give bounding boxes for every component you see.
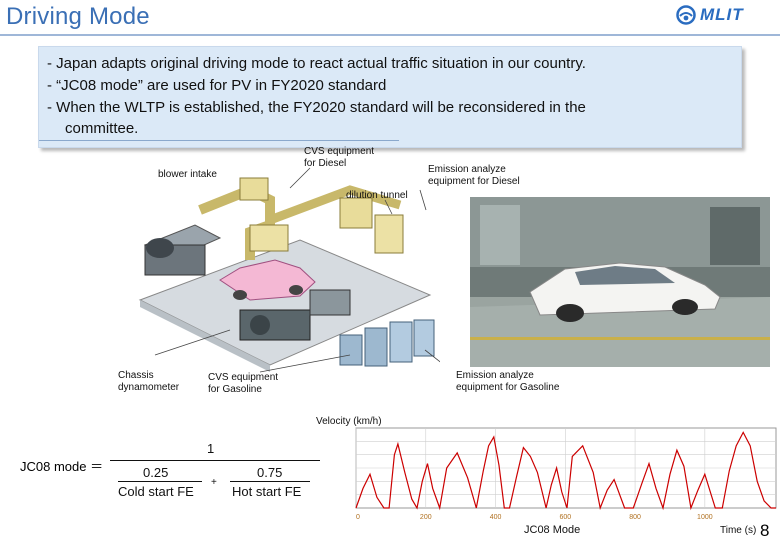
label-cvs-gasoline-text: CVS equipment for Gasoline [208, 372, 279, 395]
jc08-velocity-chart: 0 200 400 600 800 1000 [355, 427, 777, 521]
bullet-line-3: - When the WLTP is established, the FY20… [47, 99, 586, 116]
chart-x-tick-label: 400 [490, 514, 502, 521]
lab-photo [470, 197, 770, 367]
cvs-diesel-unit [339, 197, 373, 229]
chart-series-jc08 [355, 431, 776, 511]
label-blower: blower intake [158, 169, 217, 180]
formula-hot-coef: 0.75 [257, 465, 283, 480]
formula-hot-label: Hot start FE [232, 484, 302, 499]
chart-x-tick-label: 200 [420, 514, 432, 521]
label-emission-diesel-text: Emission analyze equipment for Diesel [428, 164, 520, 187]
blower-unit [144, 244, 206, 276]
page-number: 8 [760, 521, 770, 540]
cvs-gasoline-unit [339, 334, 363, 366]
blower-fan [146, 238, 174, 258]
dilution-tunnel [268, 185, 402, 225]
label-chassis-text: Chassis dynamometer [118, 370, 180, 393]
mlit-logo-icon [676, 5, 696, 25]
label-emission-gasoline-text: Emission analyze equipment for Gasoline [456, 370, 560, 393]
bullet-line-4: committee. [65, 120, 139, 137]
label-chassis: Chassis dynamometer [118, 370, 179, 394]
chart-x-ticks: 0 200 400 600 800 1000 [356, 514, 713, 521]
car-wheel-rear [289, 285, 303, 295]
facility-illustration [138, 167, 440, 373]
formula-plus: + [211, 477, 217, 488]
label-emission-diesel: Emission analyze equipment for Diesel [428, 164, 520, 188]
dyno-control [309, 289, 351, 316]
formula-hot-fraction-bar [230, 481, 310, 482]
summary-box: - Japan adapts original driving mode to … [38, 46, 742, 148]
chart-x-tick-label: 600 [559, 514, 571, 521]
chart-x-tick-label: 800 [629, 514, 641, 521]
logo-text: MLIT [700, 5, 744, 24]
chart-x-tick-label: 0 [356, 514, 360, 521]
chart-series-label: JC08 Mode [524, 524, 581, 536]
duct-box [249, 224, 289, 252]
dyno-roller [250, 315, 270, 335]
floor-edge [140, 300, 270, 372]
label-dilution: dilution tunnel [346, 190, 408, 201]
bullet-line-1: - Japan adapts original driving mode to … [47, 55, 586, 72]
page-title: Driving Mode [6, 3, 150, 30]
analyzer-gasoline-3 [413, 319, 435, 357]
chart-title: Velocity (km/h) [316, 416, 382, 427]
car-wheel-front [233, 290, 247, 300]
formula-main-fraction-bar [110, 460, 320, 461]
chart-x-label: Time (s) [720, 525, 757, 536]
label-cvs-diesel: CVS equipment for Diesel [304, 146, 374, 170]
analyzer-gasoline-1 [364, 327, 388, 367]
blower-box [239, 177, 269, 201]
box-rule [39, 140, 399, 141]
title-divider [0, 34, 780, 36]
chart-x-tick-label: 1000 [697, 514, 713, 521]
label-cvs-diesel-text: CVS equipment for Diesel [304, 146, 375, 169]
formula-cold-coef: 0.25 [143, 465, 169, 480]
formula-cold-fraction-bar [118, 481, 202, 482]
cvs-diesel-unit-2 [374, 214, 404, 254]
mlit-logo: MLIT [676, 4, 744, 26]
formula-cold-label: Cold start FE [118, 484, 194, 499]
formula-numerator: 1 [207, 441, 215, 456]
formula-lhs: JC08 mode ＝ [20, 459, 104, 474]
analyzer-gasoline-2 [389, 321, 413, 363]
label-cvs-gasoline: CVS equipment for Gasoline [208, 372, 278, 396]
label-emission-gasoline: Emission analyze equipment for Gasoline [456, 370, 559, 394]
bullet-line-2: - “JC08 mode” are used for PV in FY2020 … [47, 77, 387, 94]
